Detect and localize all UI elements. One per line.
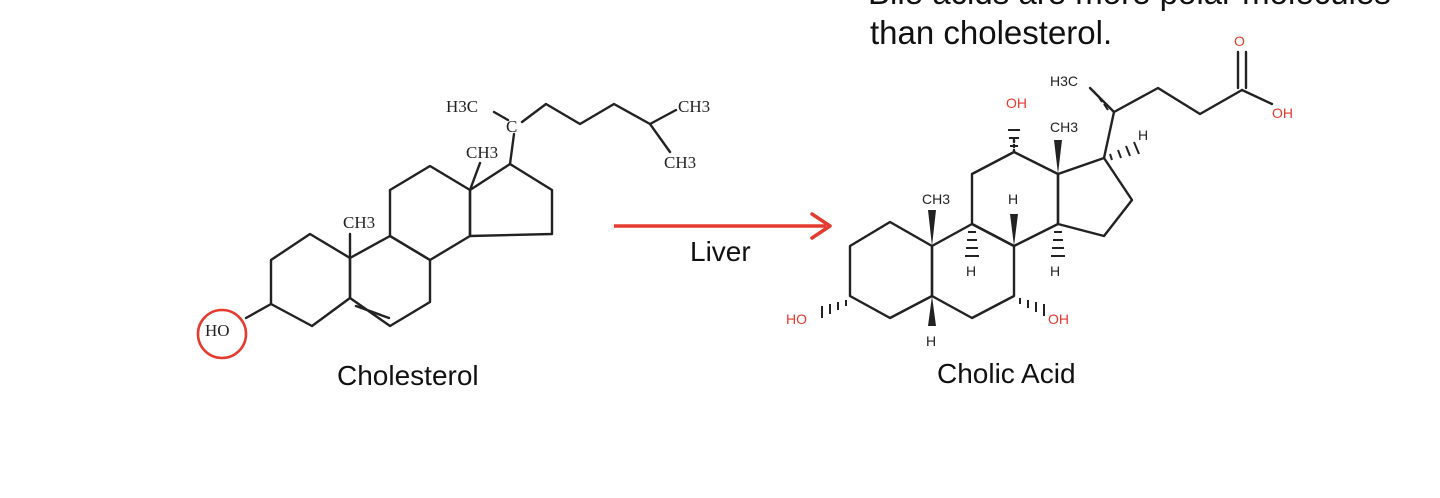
- heading-line-cut: Bile acids are more polar molecules: [868, 0, 1391, 12]
- cholesterol-h3c-label: H3C: [446, 97, 478, 116]
- arrow-label-liver: Liver: [690, 236, 751, 267]
- slide-heading: Bile acids are more polar molecules than…: [868, 0, 1440, 52]
- cholesterol-atom-labels: HO CH3 CH3 H3C C CH3 CH3: [205, 97, 710, 340]
- cholic-acid-caption: Cholic Acid: [937, 358, 1076, 389]
- cholic-ch3-c10-label: CH3: [922, 191, 950, 207]
- cholic-acid-atom-labels: OH CH3 H3C O OH H CH3 H H H HO H OH: [786, 33, 1293, 349]
- cholic-h3c-label: H3C: [1050, 73, 1078, 89]
- cholic-o-label: O: [1234, 33, 1245, 49]
- cholesterol-caption: Cholesterol: [337, 360, 479, 391]
- cholic-oh-top-label: OH: [1006, 95, 1027, 111]
- cholesterol-ch3-ring-c-label: CH3: [466, 143, 498, 162]
- heading-line: than cholesterol.: [870, 14, 1113, 51]
- cholic-ho-label: HO: [786, 311, 807, 327]
- cholic-ch3-c13-label: CH3: [1050, 119, 1078, 135]
- hydroxyl-highlight-circle: [196, 308, 248, 360]
- cholic-h-c9-label: H: [966, 263, 976, 279]
- cholic-acid-stereo-bonds: [821, 95, 1140, 326]
- cholic-oh-acid-label: OH: [1272, 105, 1293, 121]
- cholic-acid-structure: [848, 50, 1274, 320]
- cholesterol-ch3-top-label: CH3: [678, 97, 710, 116]
- cholesterol-ch3-ring-a-label: CH3: [343, 213, 375, 232]
- cholesterol-ch3-bottom-label: CH3: [664, 153, 696, 172]
- cholic-h-c14-label: H: [1050, 263, 1060, 279]
- cholic-h-c8-label: H: [1008, 191, 1018, 207]
- cholesterol-c-label: C: [506, 117, 517, 136]
- cholic-oh-c7-label: OH: [1048, 311, 1069, 327]
- reaction-arrow: [614, 212, 832, 240]
- cholic-h-c5-label: H: [926, 333, 936, 349]
- cholesterol-structure: [244, 102, 678, 328]
- cholic-h-c17-label: H: [1138, 127, 1148, 143]
- cholesterol-ho-label: HO: [205, 321, 230, 340]
